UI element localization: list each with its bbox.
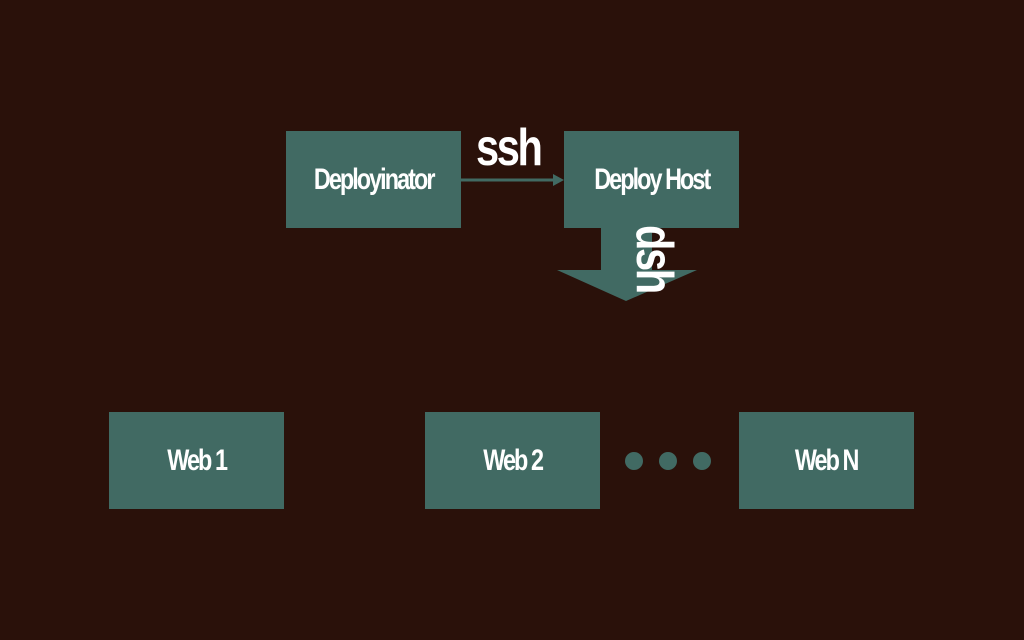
ssh-arrowhead (553, 174, 564, 186)
dsh-text: dsh (625, 225, 683, 292)
ellipsis-dot-2 (659, 452, 677, 470)
dsh-arrow (557, 228, 697, 301)
edge-label-dsh: dsh (625, 225, 683, 308)
ellipsis-dot-1 (625, 452, 643, 470)
node-web-2-label: Web 2 (483, 443, 544, 477)
node-web-1-label: Web 1 (167, 443, 228, 477)
node-web-n-label: Web N (795, 443, 860, 477)
node-web-n: Web N (739, 412, 914, 509)
node-web-1: Web 1 (109, 412, 284, 509)
node-deploy-host: Deploy Host (564, 131, 739, 228)
ellipsis-dot-3 (693, 452, 711, 470)
node-web-2: Web 2 (425, 412, 600, 509)
ssh-text: ssh (476, 119, 543, 177)
node-deployinator-label: Deployinator (313, 162, 436, 196)
node-deploy-host-label: Deploy Host (593, 162, 711, 196)
node-deployinator: Deployinator (286, 131, 461, 228)
edge-label-ssh: ssh (476, 122, 557, 174)
